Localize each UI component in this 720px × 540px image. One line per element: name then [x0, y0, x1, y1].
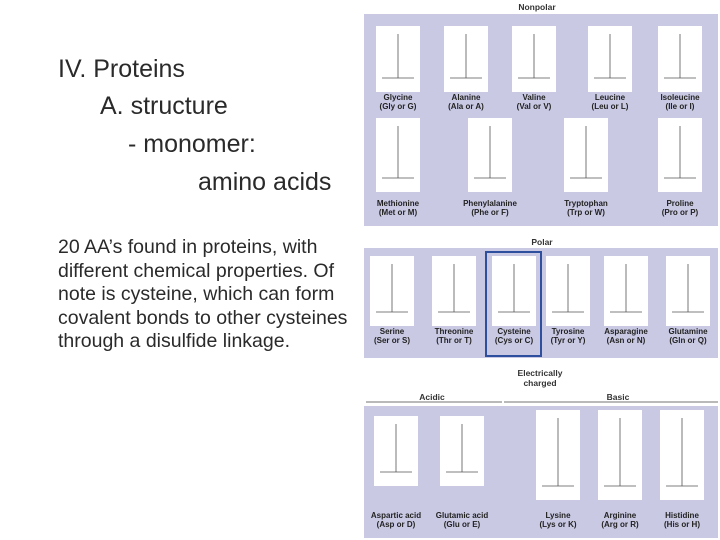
proline-name: Proline — [666, 199, 694, 208]
leucine-abbr: (Leu or L) — [592, 102, 629, 111]
threonine-abbr: (Thr or T) — [436, 336, 472, 345]
glutamine-name: Glutamine — [668, 327, 708, 336]
tyrosine-name: Tyrosine — [552, 327, 585, 336]
aspartic-acid-abbr: (Asp or D) — [377, 520, 416, 529]
alanine-name: Alanine — [452, 93, 481, 102]
charged-label-line2: charged — [523, 378, 556, 388]
heading-monomer: - monomer: — [128, 130, 256, 158]
cysteine-abbr: (Cys or C) — [495, 336, 534, 345]
glycine-abbr: (Gly or G) — [380, 102, 417, 111]
threonine-name: Threonine — [435, 327, 474, 336]
heading-amino-acids: amino acids — [198, 168, 332, 196]
alanine-abbr: (Ala or A) — [448, 102, 484, 111]
tryptophan-name: Tryptophan — [564, 199, 608, 208]
valine-abbr: (Val or V) — [517, 102, 552, 111]
lysine-abbr: (Lys or K) — [539, 520, 576, 529]
asparagine-abbr: (Asn or N) — [607, 336, 646, 345]
isoleucine-name: Isoleucine — [660, 93, 700, 102]
tryptophan-abbr: (Trp or W) — [567, 208, 605, 217]
histidine-abbr: (His or H) — [664, 520, 700, 529]
phenylalanine-name: Phenylalanine — [463, 199, 517, 208]
lysine-name: Lysine — [545, 511, 571, 520]
glutamic-acid-name: Glutamic acid — [436, 511, 489, 520]
serine-name: Serine — [380, 327, 405, 336]
amino-acid-labels: Glycine(Gly or G) Alanine(Ala or A) Valine… — [371, 93, 708, 529]
acidic-label: Acidic — [419, 392, 445, 402]
polar-label: Polar — [531, 237, 553, 247]
cysteine-name: Cysteine — [497, 327, 531, 336]
arginine-abbr: (Arg or R) — [601, 520, 639, 529]
methionine-abbr: (Met or M) — [379, 208, 418, 217]
serine-abbr: (Ser or S) — [374, 336, 410, 345]
aspartic-acid-name: Aspartic acid — [371, 511, 421, 520]
glycine-name: Glycine — [384, 93, 413, 102]
phenylalanine-abbr: (Phe or F) — [471, 208, 509, 217]
arginine-name: Arginine — [604, 511, 637, 520]
heading-proteins: IV. Proteins — [58, 55, 185, 83]
charged-label-line1: Electrically — [518, 368, 563, 378]
amino-acid-figure: Nonpolar Polar Electrically charged Acid… — [364, 2, 718, 538]
heading-structure: A. structure — [100, 92, 228, 120]
proline-abbr: (Pro or P) — [662, 208, 699, 217]
histidine-name: Histidine — [665, 511, 699, 520]
leucine-name: Leucine — [595, 93, 626, 102]
nonpolar-label: Nonpolar — [518, 2, 556, 12]
valine-name: Valine — [522, 93, 546, 102]
body-paragraph: 20 AA’s found in proteins, with differen… — [58, 236, 348, 353]
glutamine-abbr: (Gln or Q) — [669, 336, 707, 345]
methionine-name: Methionine — [377, 199, 420, 208]
asparagine-name: Asparagine — [604, 327, 648, 336]
glutamic-acid-abbr: (Glu or E) — [444, 520, 481, 529]
tyrosine-abbr: (Tyr or Y) — [551, 336, 586, 345]
molecule-cards — [370, 26, 710, 500]
slide-text-area: IV. Proteins A. structure - monomer: ami… — [58, 55, 348, 353]
cysteine-highlight-box — [485, 251, 542, 357]
basic-label: Basic — [607, 392, 630, 402]
isoleucine-abbr: (Ile or I) — [666, 102, 695, 111]
